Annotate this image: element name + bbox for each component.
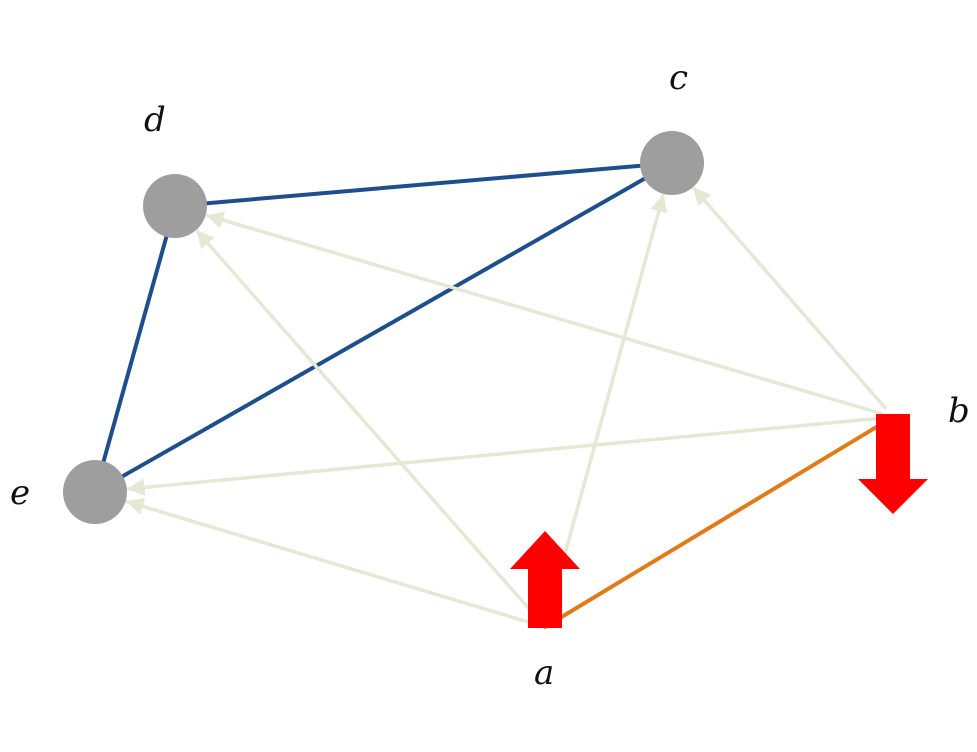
node-c-dot: [640, 131, 704, 195]
labels-layer: a b c d e: [10, 58, 970, 693]
edge-b-e: [127, 416, 883, 497]
edge-a-c: [546, 194, 668, 618]
node-label-e: e: [10, 473, 30, 513]
edge-a-e: [125, 497, 536, 626]
edge-d-e: [93, 204, 177, 494]
edge-a-b: [543, 415, 895, 629]
node-label-b: b: [948, 391, 970, 431]
node-e-dot: [63, 460, 127, 524]
edge-a-d: [195, 229, 539, 620]
edge-d-c: [173, 161, 674, 208]
edge-b-c: [692, 186, 887, 410]
node-label-a: a: [534, 653, 554, 693]
node-label-c: c: [669, 58, 688, 98]
edges-layer: [93, 161, 895, 629]
nodes-layer: [63, 131, 928, 628]
edge-b-d: [205, 211, 884, 416]
node-a-up-arrow-icon: [510, 531, 580, 628]
node-b-down-arrow-icon: [858, 414, 928, 514]
node-d-dot: [143, 174, 207, 238]
edge-c-e: [93, 161, 674, 494]
node-label-d: d: [144, 100, 166, 140]
